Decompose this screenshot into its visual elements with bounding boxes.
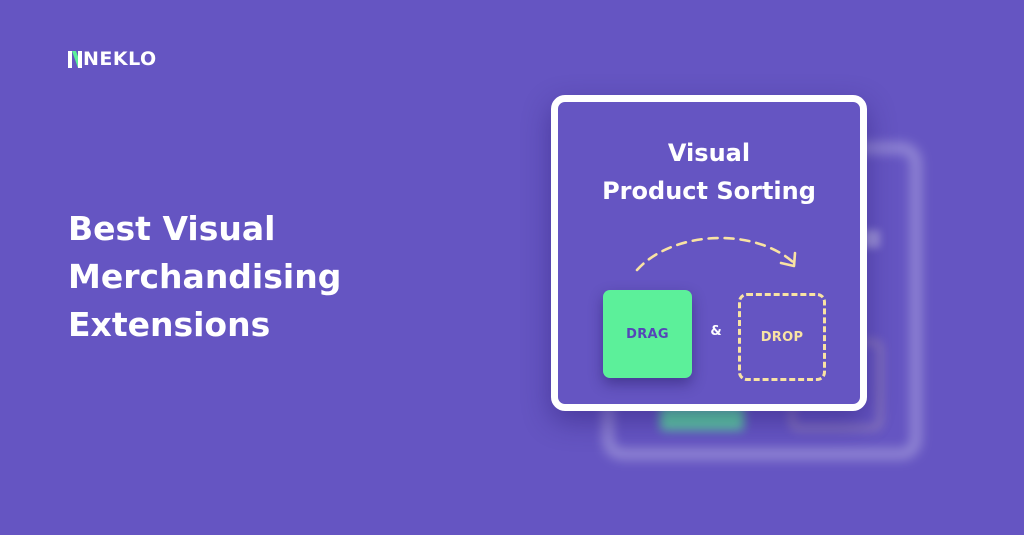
page-headline: Best Visual Merchandising Extensions (68, 205, 448, 349)
headline-line-2: Merchandising (68, 257, 342, 296)
ampersand: & (710, 324, 722, 339)
drop-zone[interactable]: DROP (738, 293, 826, 381)
drag-item[interactable]: DRAG (603, 290, 692, 378)
headline-line-3: Extensions (68, 305, 271, 344)
brand-logo: NEKLO (68, 49, 157, 69)
drop-label: DROP (760, 329, 804, 345)
drag-label: DRAG (626, 326, 669, 342)
brand-name: NEKLO (83, 48, 157, 70)
neklo-logo-mark-icon (68, 50, 82, 68)
card-title-line-1: Visual (667, 139, 751, 167)
dashed-curved-arrow-icon (635, 236, 797, 272)
card-title-line-2: Product Sorting (602, 177, 816, 205)
headline-line-1: Best Visual (68, 209, 276, 248)
product-sorting-card: Visual Product Sorting DRAG & DROP (551, 95, 867, 411)
card-title: Visual Product Sorting (558, 134, 860, 210)
